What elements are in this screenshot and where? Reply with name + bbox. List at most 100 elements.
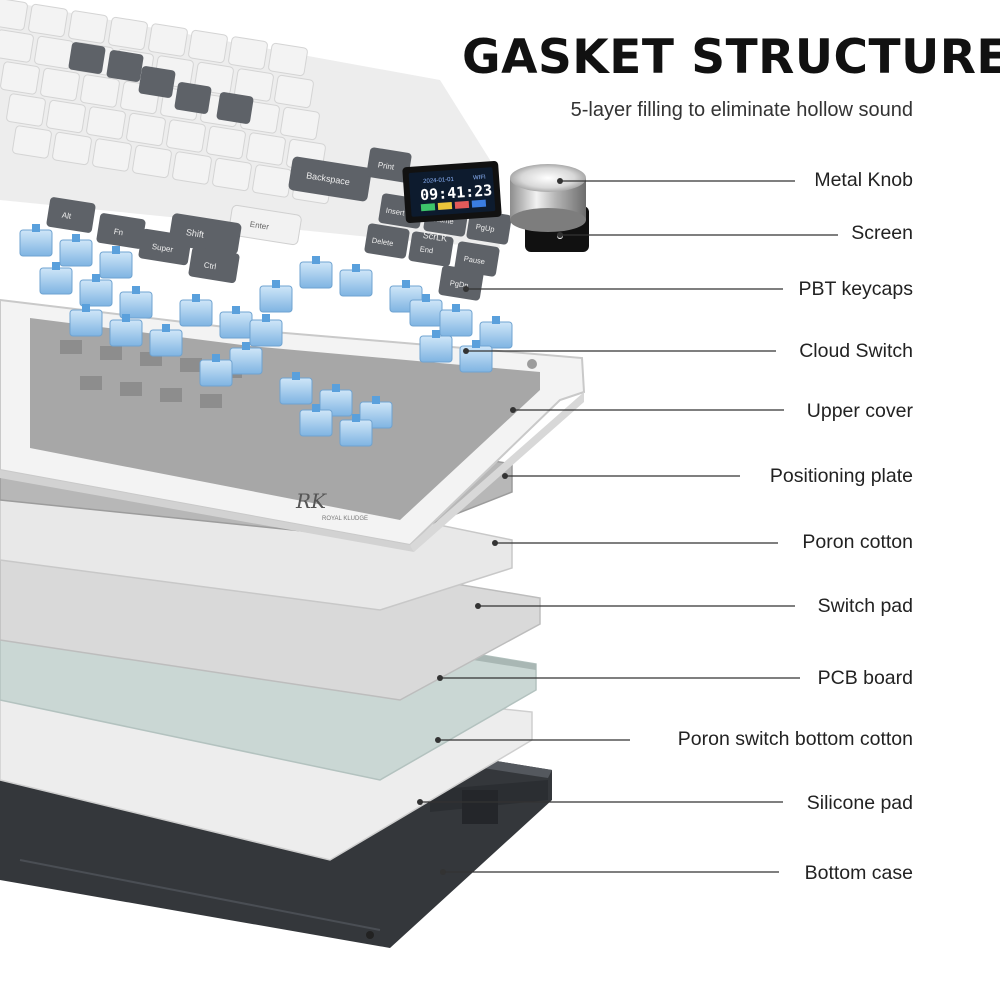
keycap-legend-pgup: PgUp xyxy=(475,222,495,234)
keycap-white xyxy=(274,74,314,109)
keycap-white xyxy=(86,106,126,140)
keycap-white xyxy=(148,23,188,57)
keycap-fn: Fn xyxy=(96,213,146,249)
keycap-white xyxy=(126,112,166,147)
callout-label-upper-cover: Upper cover xyxy=(806,400,913,422)
keycap-white xyxy=(40,67,80,102)
keycap-gray-media xyxy=(216,92,254,124)
keycap-white xyxy=(268,42,308,77)
keycap-super: Super xyxy=(138,228,192,266)
cloud-switch xyxy=(339,264,373,297)
cloud-switch xyxy=(149,324,183,357)
keycap-legend-delete: Delete xyxy=(371,236,394,248)
cloud-switches-group xyxy=(19,224,513,447)
keycap-legend-end: End xyxy=(419,244,434,255)
callout-label-poron-switch-bottom-cotton: Poron switch bottom cotton xyxy=(677,728,913,750)
cloud-switch xyxy=(259,280,293,313)
diagram-subtitle: 5-layer filling to eliminate hollow soun… xyxy=(570,99,913,121)
callout-leader-dot xyxy=(510,407,516,413)
keycap-white xyxy=(34,35,74,70)
callout-leader-dot xyxy=(492,540,498,546)
callout-label-metal-knob: Metal Knob xyxy=(814,169,913,191)
keycap-white xyxy=(80,74,120,108)
cloud-switch xyxy=(179,294,213,327)
keycap-print: Print xyxy=(366,147,412,183)
callout-label-screen: Screen xyxy=(851,222,913,244)
cloud-switch xyxy=(19,224,53,257)
keycap-white xyxy=(252,164,292,198)
keycap-white xyxy=(132,144,172,179)
screen-badge: WIFI xyxy=(473,175,486,182)
keycap-legend-fn: Fn xyxy=(113,227,124,237)
callout-label-cloud-switch: Cloud Switch xyxy=(799,340,913,362)
keycap-white xyxy=(228,36,268,70)
callout-leader-dot xyxy=(417,799,423,805)
keycap-gray-media xyxy=(174,82,212,114)
keycap-gray-media xyxy=(106,50,144,82)
cloud-switch xyxy=(219,306,253,339)
callout-leader-lines xyxy=(417,178,838,875)
cloud-switch xyxy=(199,354,233,387)
keycap-ctrl: Ctrl xyxy=(188,247,240,283)
cloud-switch xyxy=(479,316,513,349)
keycap-legend-super: Super xyxy=(151,242,174,254)
cloud-switch xyxy=(59,234,93,267)
callout-leader-dot xyxy=(463,286,469,292)
callout-leader-dot xyxy=(435,737,441,743)
keycap-white xyxy=(166,119,206,153)
keycap-legend-ctrl: Ctrl xyxy=(203,260,217,271)
callout-leader-dot xyxy=(502,473,508,479)
keycap-legend-insert: Insert xyxy=(385,206,406,218)
callout-leader-dot xyxy=(463,348,469,354)
metal-knob xyxy=(510,164,589,252)
keycap-legend-print: Print xyxy=(377,160,395,172)
cloud-switch xyxy=(249,314,283,347)
keycap-white xyxy=(212,157,252,192)
keycap-white xyxy=(28,3,68,38)
callout-label-pcb-board: PCB board xyxy=(817,667,913,689)
callout-leader-dot xyxy=(557,232,563,238)
cloud-switch xyxy=(439,304,473,337)
keycap-white xyxy=(6,93,46,127)
cloud-switch xyxy=(109,314,143,347)
callout-label-pbt-keycaps: PBT keycaps xyxy=(798,278,913,300)
callout-label-poron-cotton: Poron cotton xyxy=(802,531,913,553)
cloud-switch xyxy=(79,274,113,307)
cloud-switch xyxy=(419,330,453,363)
brand-logo: RK xyxy=(295,489,327,513)
keycap-white xyxy=(206,125,246,160)
callout-label-bottom-case: Bottom case xyxy=(804,862,913,884)
keycap-white xyxy=(0,0,28,31)
keycap-white xyxy=(280,106,320,141)
keycap-legend-scrlk: ScrLK xyxy=(422,230,448,244)
callout-label-positioning-plate: Positioning plate xyxy=(769,465,913,487)
keycap-white xyxy=(46,99,86,134)
cloud-switch xyxy=(99,246,133,279)
cloud-switch xyxy=(409,294,443,327)
callout-label-switch-pad: Switch pad xyxy=(817,595,913,617)
keycap-white xyxy=(0,29,34,63)
keycap-white xyxy=(108,16,148,51)
diagram-title: GASKET STRUCTURE xyxy=(462,30,1000,85)
keycap-enter: Enter xyxy=(228,204,302,246)
callout-leader-dot xyxy=(440,869,446,875)
screen-module: 2024-01-01 WIFI 09:41:23 xyxy=(402,160,502,224)
keycap-white xyxy=(0,61,40,95)
pbt-keycaps-layer: Backspace Enter Shift Alt Fn Super xyxy=(0,0,512,301)
keycap-backspace: Backspace xyxy=(288,156,372,202)
keycap-white xyxy=(12,125,52,159)
keycap-alt: Alt xyxy=(46,197,96,233)
keycap-white xyxy=(52,131,92,166)
keycap-legend-pgdn: PgDn xyxy=(449,278,469,290)
callout-label-silicone-pad: Silicone pad xyxy=(806,792,913,814)
keycap-gray-media xyxy=(68,42,106,74)
cloud-switch xyxy=(69,304,103,337)
cloud-switch xyxy=(299,404,333,437)
cloud-switch xyxy=(39,262,73,295)
keycap-legend-pause: Pause xyxy=(463,254,485,266)
callout-leader-dot xyxy=(557,178,563,184)
callout-leader-dot xyxy=(475,603,481,609)
keycap-white xyxy=(172,151,212,185)
